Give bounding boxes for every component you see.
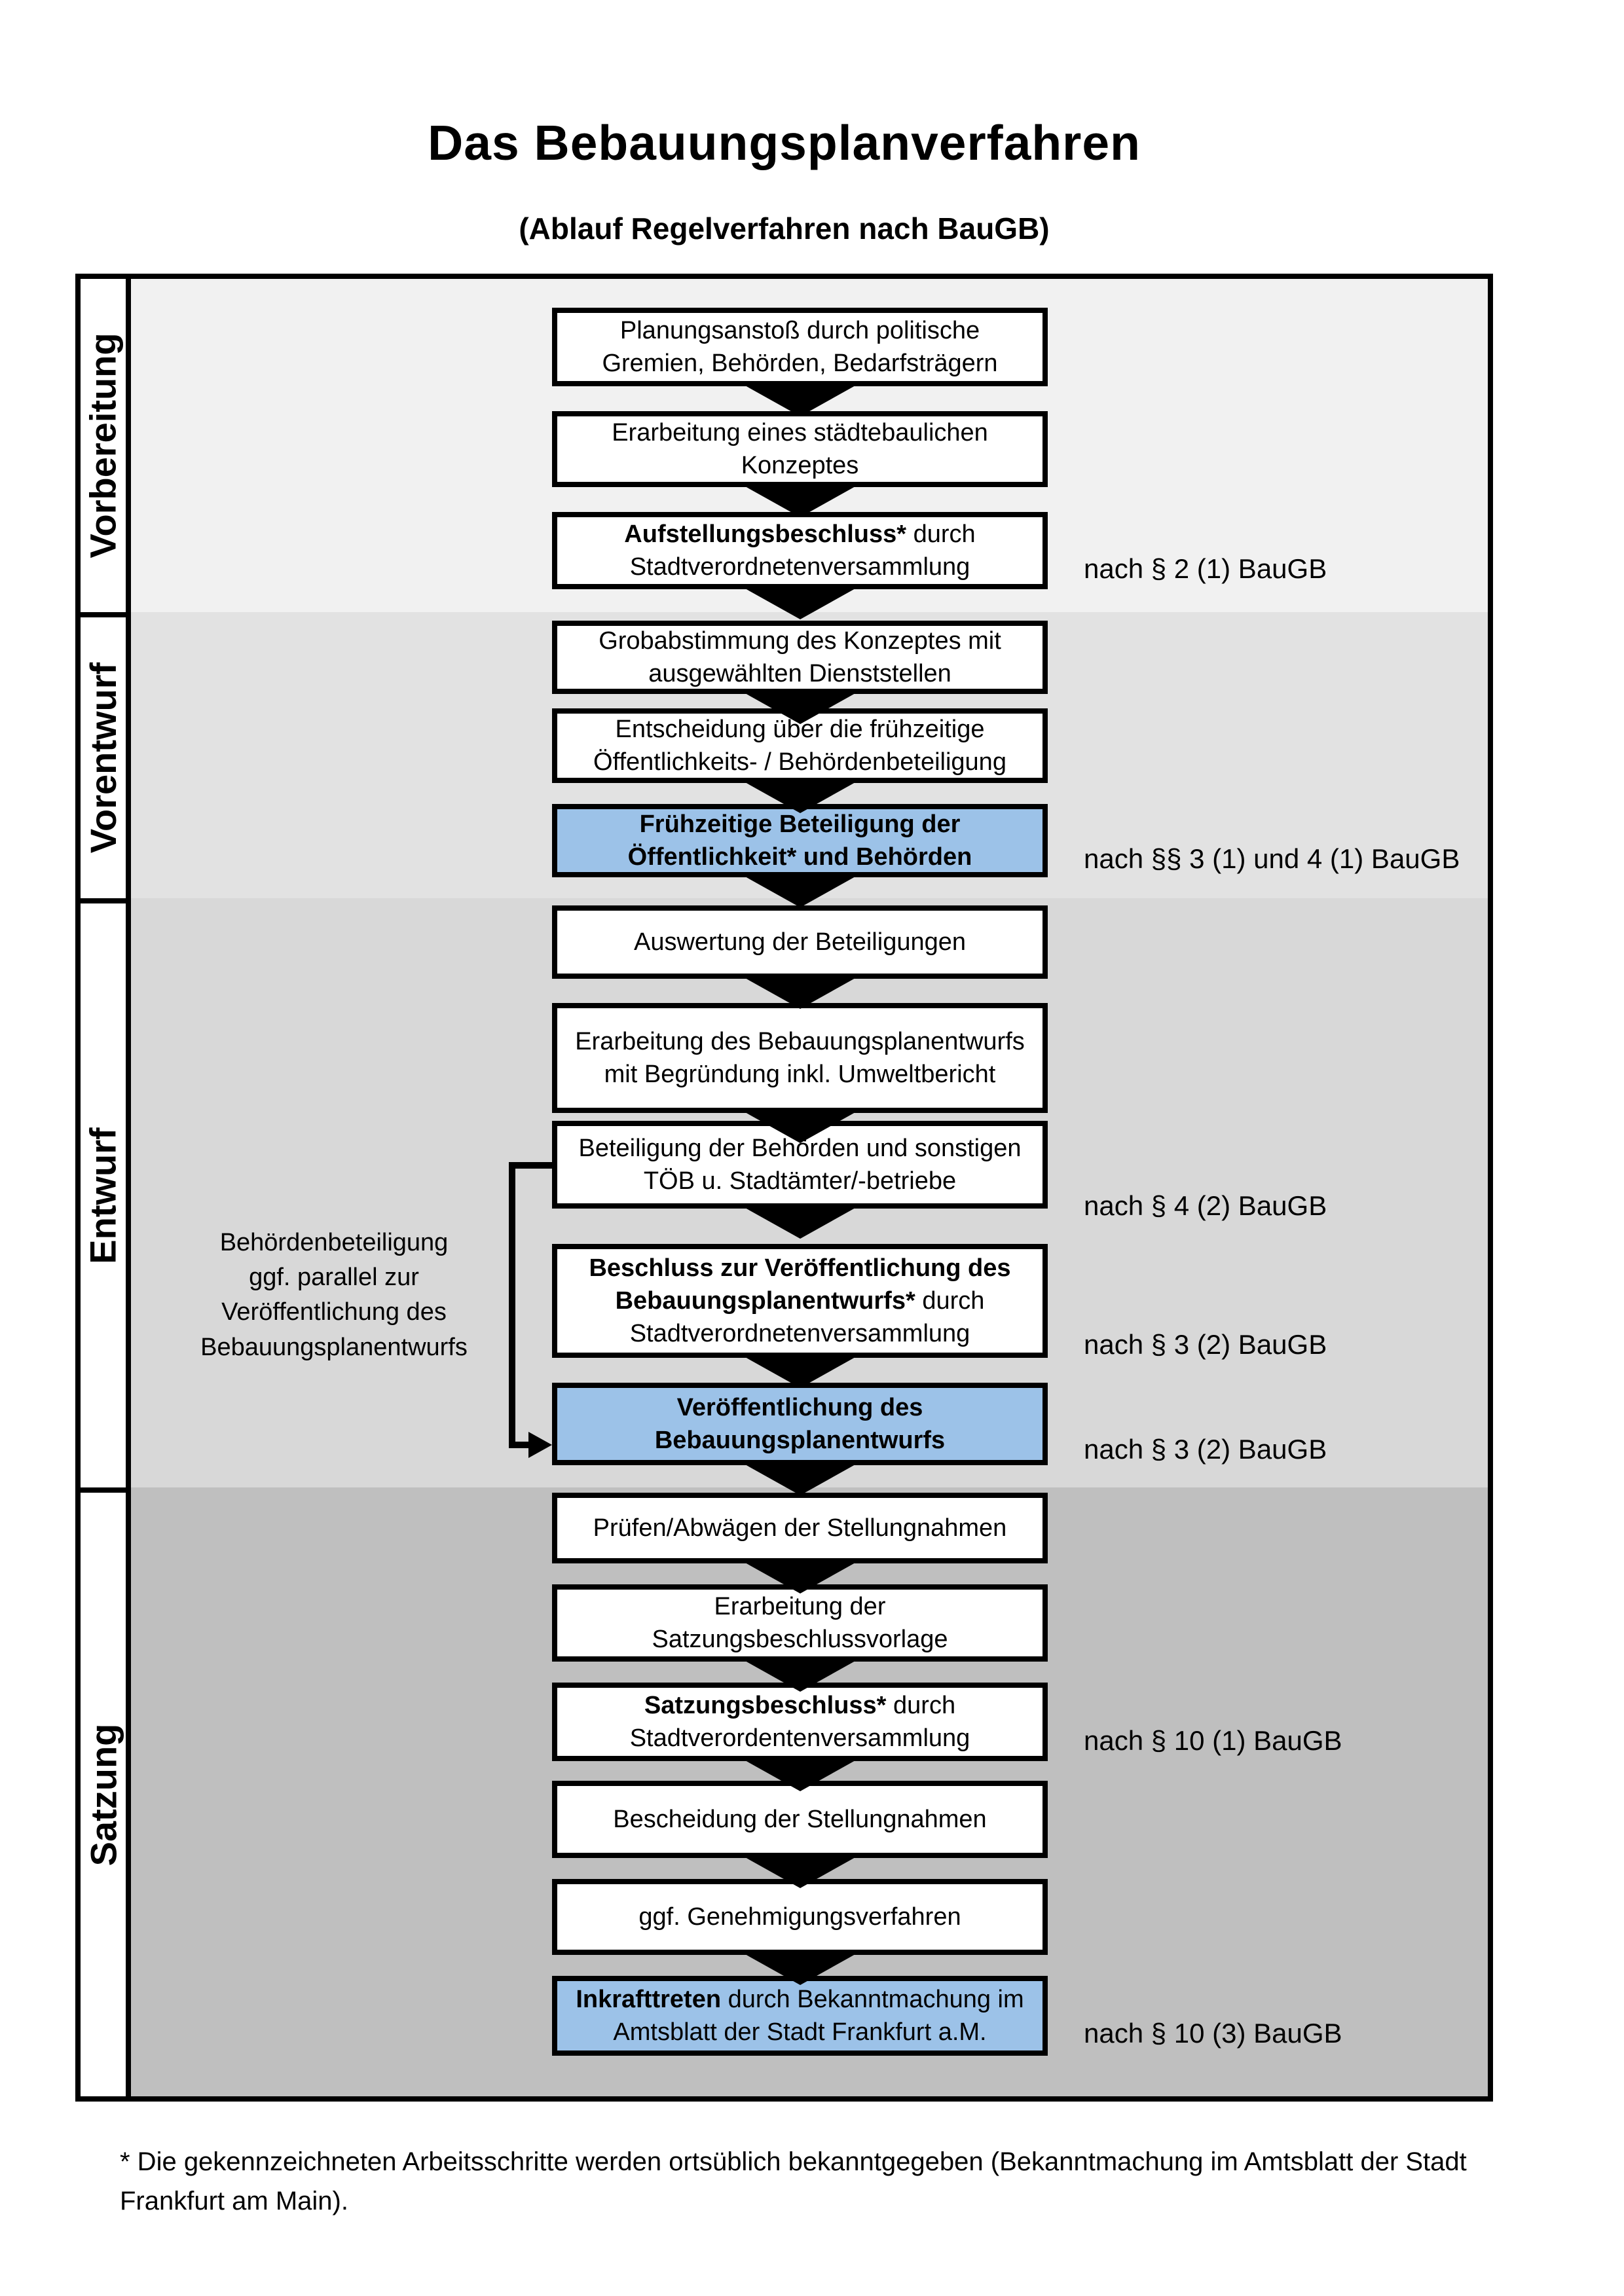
legal-ref-veroeffentlichung: nach § 3 (2) BauGB	[1084, 1434, 1327, 1465]
step-bescheidung: Bescheidung der Stellungnahmen	[552, 1781, 1048, 1858]
step-veroeffentlichungsbeschluss: Beschluss zur Veröffentlichung des Bebau…	[552, 1244, 1048, 1358]
step-fruehzeitige-beteiligung: Frühzeitige Beteiligung der Öffentlichke…	[552, 804, 1048, 877]
arrow-right-icon	[528, 1432, 552, 1458]
phase-label-text: Satzung	[83, 1723, 124, 1866]
step-inkrafttreten: Inkrafttreten durch Bekanntmachung im Am…	[552, 1976, 1048, 2056]
arrow-down-icon	[739, 975, 861, 1009]
arrow-down-icon	[739, 1757, 861, 1791]
legal-ref-satzungsbeschluss: nach § 10 (1) BauGB	[1084, 1725, 1342, 1756]
bracket-line-bottom	[509, 1442, 534, 1448]
step-entscheidung-beteiligung: Entscheidung über die frühzeitige Öffent…	[552, 708, 1048, 783]
arrow-down-icon	[739, 1658, 861, 1692]
step-pruefen-abwaegen: Prüfen/Abwägen der Stellungnahmen	[552, 1493, 1048, 1563]
arrow-down-icon	[739, 873, 861, 907]
arrow-down-icon	[739, 382, 861, 416]
step-aufstellungsbeschluss: Aufstellungsbeschluss* durch Stadtverord…	[552, 512, 1048, 589]
page-subtitle: (Ablauf Regelverfahren nach BauGB)	[519, 211, 1050, 246]
step-konzept-erarbeitung: Erarbeitung eines städtebaulichen Konzep…	[552, 411, 1048, 487]
arrow-down-icon	[739, 585, 861, 619]
legal-ref-fruehzeitige-beteiligung: nach §§ 3 (1) und 4 (1) BauGB	[1084, 843, 1460, 874]
phase-label-text: Entwurf	[83, 1127, 124, 1264]
arrow-down-icon	[739, 690, 861, 724]
legal-ref-veroeffentlichungsbeschluss: nach § 3 (2) BauGB	[1084, 1329, 1327, 1360]
legal-ref-aufstellungsbeschluss: nach § 2 (1) BauGB	[1084, 553, 1327, 584]
arrow-down-icon	[739, 1461, 861, 1495]
step-veroeffentlichung: Veröffentlichung des Bebauungsplanentwur…	[552, 1383, 1048, 1465]
step-auswertung: Auswertung der Beteiligungen	[552, 905, 1048, 979]
arrow-down-icon	[739, 1559, 861, 1594]
arrow-down-icon	[739, 1951, 861, 1985]
step-satzungsvorlage: Erarbeitung der Satzungsbeschlussvorlage	[552, 1584, 1048, 1662]
arrow-down-icon	[739, 1854, 861, 1888]
legal-ref-behoerdenbeteiligung: nach § 4 (2) BauGB	[1084, 1190, 1327, 1221]
bracket-line-vertical	[509, 1162, 515, 1448]
arrow-down-icon	[739, 1205, 861, 1239]
footnote: * Die gekennzeichneten Arbeitsschritte w…	[120, 2147, 1467, 2215]
step-grobabstimmung: Grobabstimmung des Konzeptes mit ausgewä…	[552, 621, 1048, 694]
page-title: Das Bebauungsplanverfahren	[428, 115, 1141, 170]
parallel-note: Behördenbeteiligung ggf. parallel zur Ve…	[200, 1229, 468, 1361]
phase-label-satzung: Satzung	[81, 1493, 131, 2096]
legal-ref-inkrafttreten: nach § 10 (3) BauGB	[1084, 2018, 1342, 2049]
step-entwurf-erarbeitung: Erarbeitung des Bebauungsplanentwurfs mi…	[552, 1003, 1048, 1113]
phase-label-text: Vorbereitung	[83, 333, 124, 558]
bracket-line-top	[509, 1162, 552, 1169]
arrow-down-icon	[739, 1354, 861, 1388]
arrow-down-icon	[739, 483, 861, 517]
phase-label-vorbereitung: Vorbereitung	[81, 279, 131, 617]
step-satzungsbeschluss: Satzungsbeschluss* durch Stadtverordente…	[552, 1683, 1048, 1761]
arrow-down-icon	[739, 779, 861, 813]
phase-label-entwurf: Entwurf	[81, 903, 131, 1493]
arrow-down-icon	[739, 1109, 861, 1143]
phase-label-vorentwurf: Vorentwurf	[81, 617, 131, 903]
step-planungsanstoss: Planungsanstoß durch politische Gremien,…	[552, 308, 1048, 386]
step-genehmigungsverfahren: ggf. Genehmigungsverfahren	[552, 1879, 1048, 1955]
phase-label-text: Vorentwurf	[83, 662, 124, 854]
